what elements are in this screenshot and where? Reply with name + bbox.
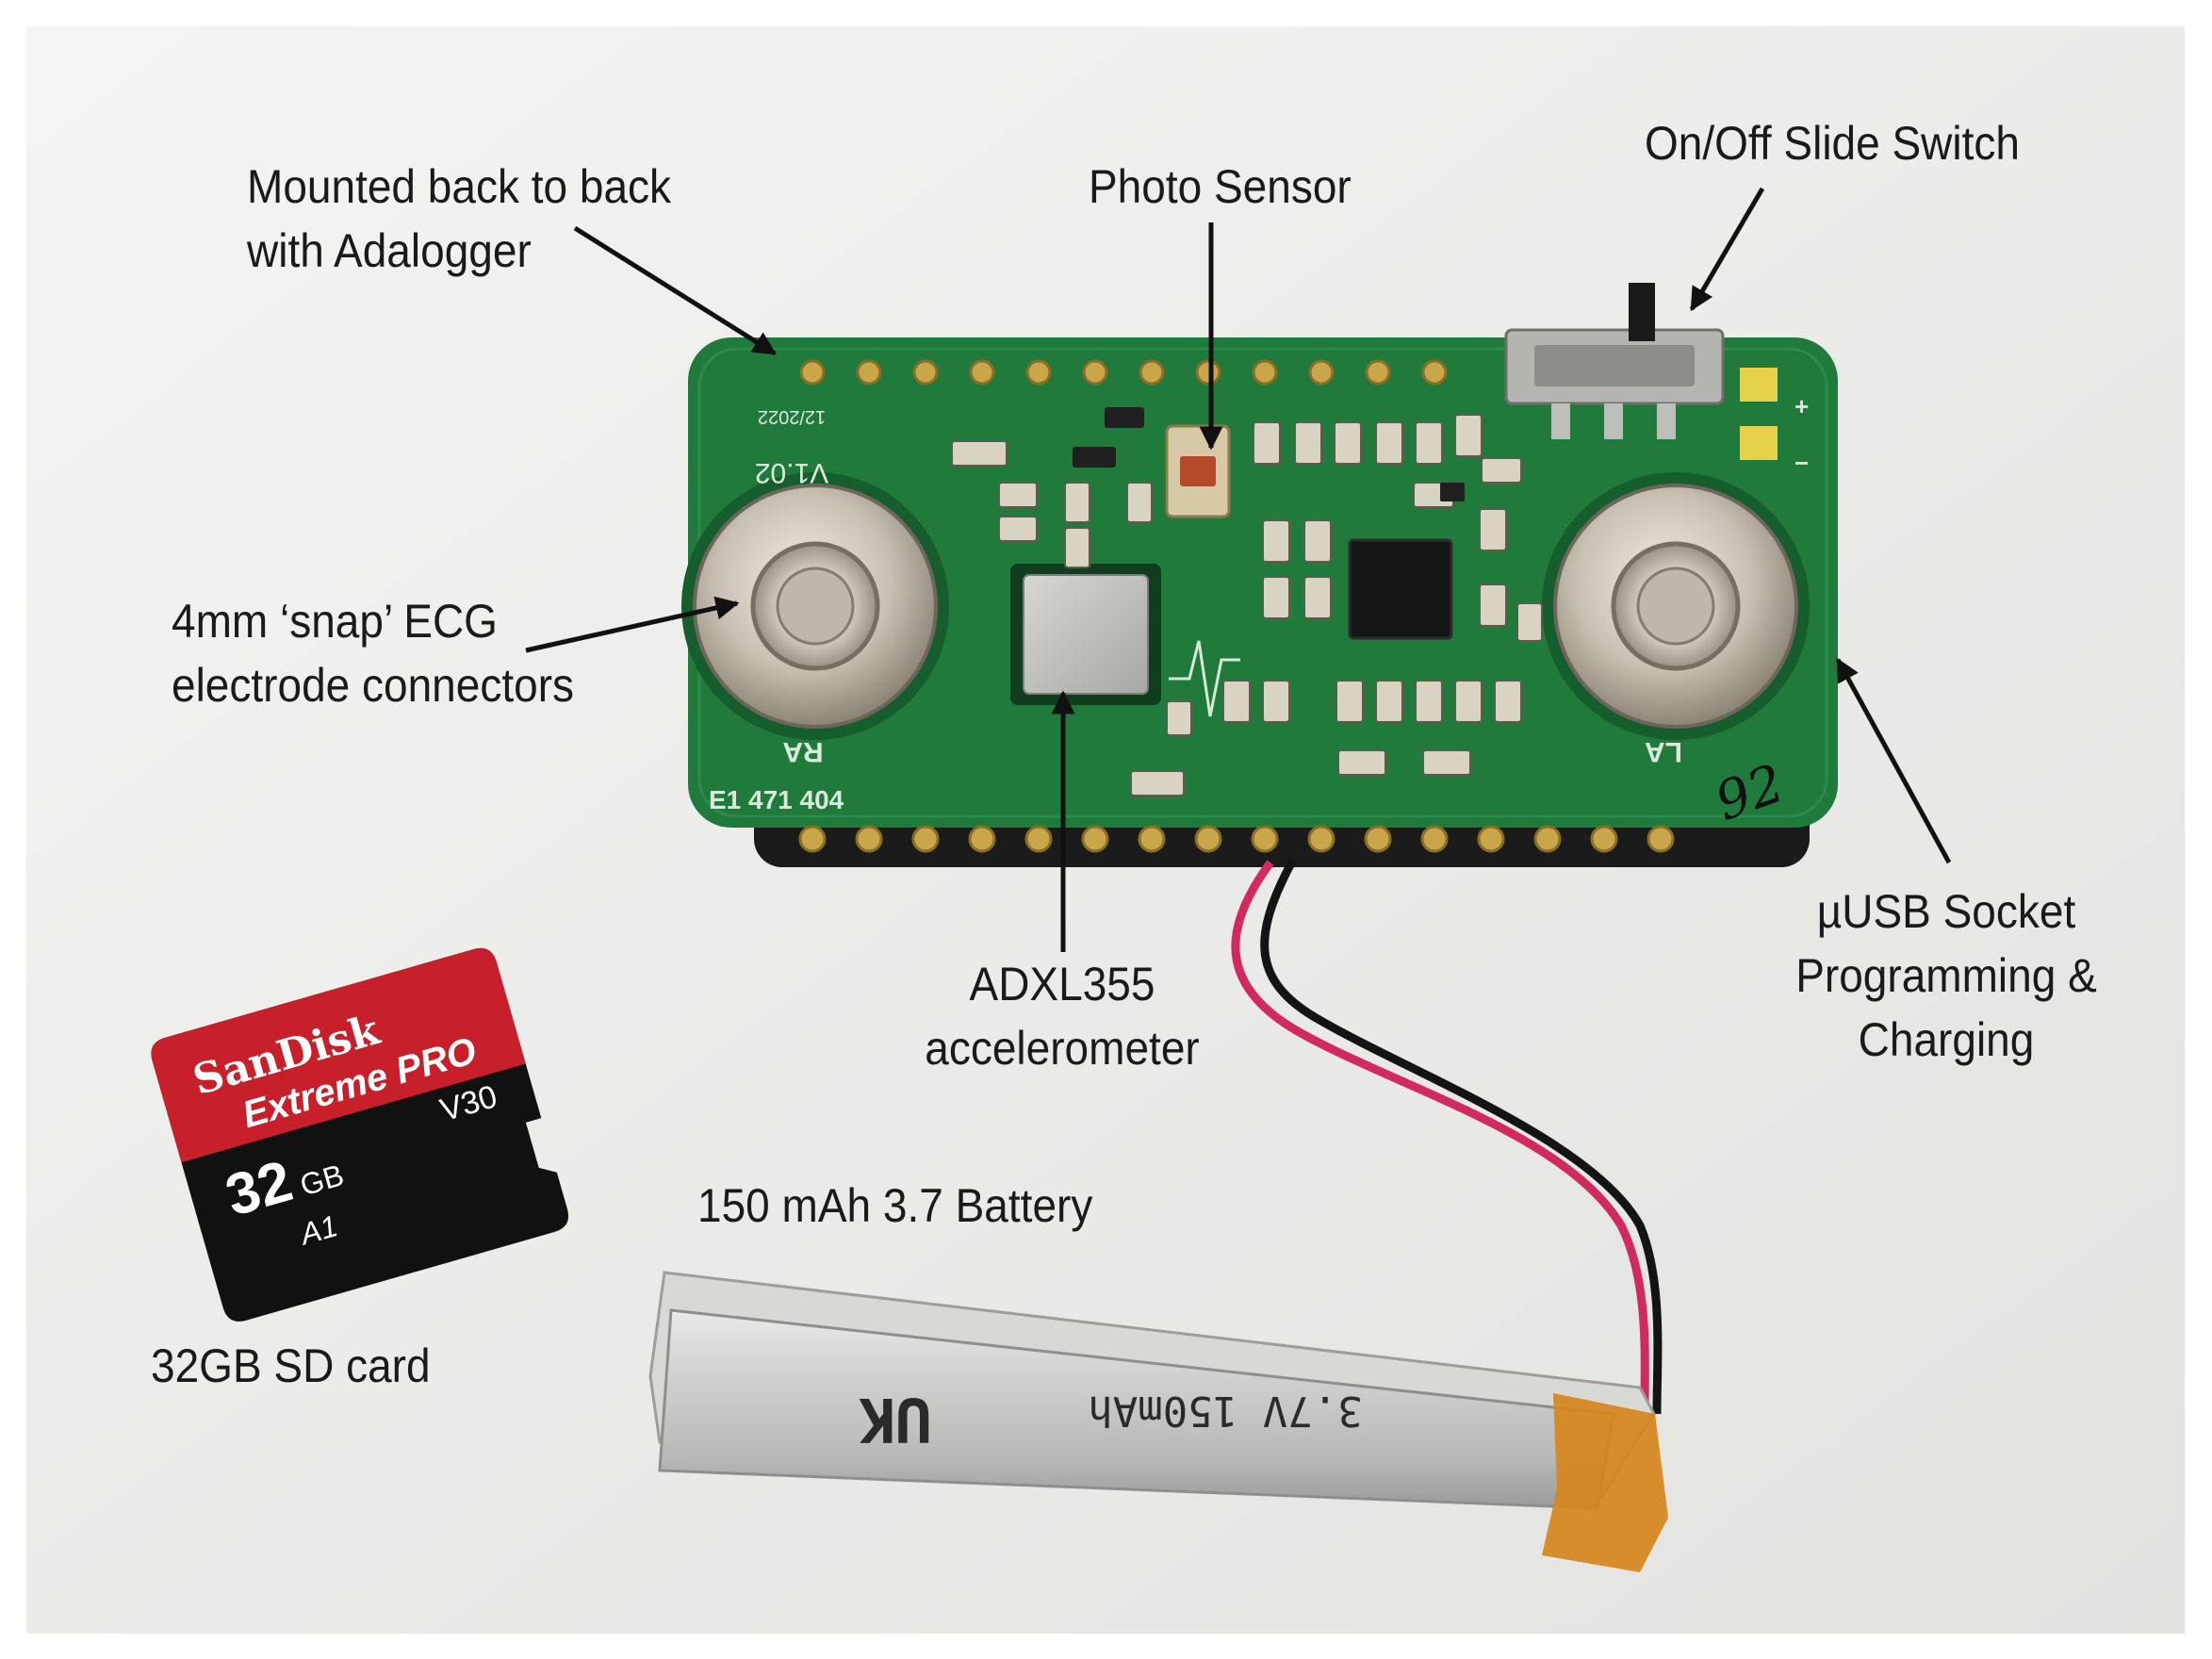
- battery-print-text: 3.7V 150mAh: [1088, 1387, 1362, 1435]
- red-battery-wire: [1231, 860, 1649, 1415]
- pcb-board: V1.02 12/2022 RA LA E1 471 404 + − 92: [681, 283, 1838, 867]
- label-accelerometer: ADXL355 accelerometer: [910, 952, 1214, 1080]
- label-photo-sensor: Photo Sensor: [1089, 155, 1352, 219]
- pcb-pad-left-label: RA: [782, 736, 823, 767]
- adxl355-chip: [1010, 564, 1161, 705]
- dark-components: [1073, 407, 1465, 501]
- ecg-trace-silkscreen: [1169, 640, 1240, 717]
- label-accelerometer-line2: accelerometer: [925, 1022, 1200, 1075]
- arrow-ecg: [525, 596, 740, 653]
- pcb-serial-text: E1 471 404: [709, 785, 844, 814]
- label-sd-card: 32GB SD card: [151, 1334, 431, 1398]
- photo-sensor-component: [1165, 424, 1231, 518]
- label-usb: µUSB Socket Programming & Charging: [1794, 879, 2098, 1072]
- kapton-tape: [1542, 1393, 1668, 1572]
- label-battery-text: 150 mAh 3.7 Battery: [697, 1179, 1093, 1232]
- label-usb-line2: Programming &: [1795, 949, 2097, 1002]
- battery-pad-minus: [1740, 426, 1778, 460]
- battery-brand-text: UK: [859, 1384, 932, 1454]
- label-photo-sensor-text: Photo Sensor: [1089, 160, 1352, 213]
- pcb-pad-right-label: LA: [1645, 736, 1682, 767]
- pcb-plus-label: +: [1794, 392, 1809, 420]
- slide-switch-component: [1504, 283, 1725, 439]
- label-ecg-line1: 4mm ‘snap’ ECG: [172, 595, 498, 648]
- label-accelerometer-line1: ADXL355: [969, 958, 1155, 1010]
- label-mounted: Mounted back to back with Adalogger: [247, 155, 671, 283]
- label-battery: 150 mAh 3.7 Battery: [697, 1174, 1092, 1238]
- black-battery-wire: [1260, 857, 1663, 1415]
- right-snap-connector: [1542, 472, 1810, 740]
- pcb-minus-label: −: [1794, 449, 1809, 477]
- label-mounted-line2: with Adalogger: [247, 224, 532, 277]
- pcb-version-text: V1.02: [755, 457, 828, 488]
- left-snap-connector: [681, 472, 949, 740]
- sd-card: SanDisk Extreme PRO 32 GB V30 A1: [151, 947, 569, 1322]
- label-ecg-line2: electrode connectors: [172, 659, 575, 712]
- bottom-header-pins: [798, 825, 1675, 853]
- arrow-mounted: [573, 225, 778, 356]
- label-mounted-line1: Mounted back to back: [247, 160, 672, 213]
- arrow-slide-switch: [1689, 187, 1765, 312]
- lipo-battery: 3.7V 150mAh UK: [648, 1271, 1668, 1572]
- battery-pad-plus: [1740, 368, 1778, 402]
- label-usb-line1: µUSB Socket: [1816, 885, 2076, 938]
- arrow-usb: [1835, 657, 1952, 864]
- ic-chip: [1348, 538, 1453, 640]
- pcb-date-text: 12/2022: [758, 406, 826, 427]
- label-slide-switch: On/Off Slide Switch: [1645, 111, 2020, 175]
- label-slide-switch-text: On/Off Slide Switch: [1645, 117, 2020, 170]
- top-header-pins: [799, 359, 1448, 386]
- label-usb-line3: Charging: [1858, 1013, 2035, 1066]
- label-ecg: 4mm ‘snap’ ECG electrode connectors: [172, 589, 574, 717]
- label-sd-card-text: 32GB SD card: [151, 1339, 431, 1392]
